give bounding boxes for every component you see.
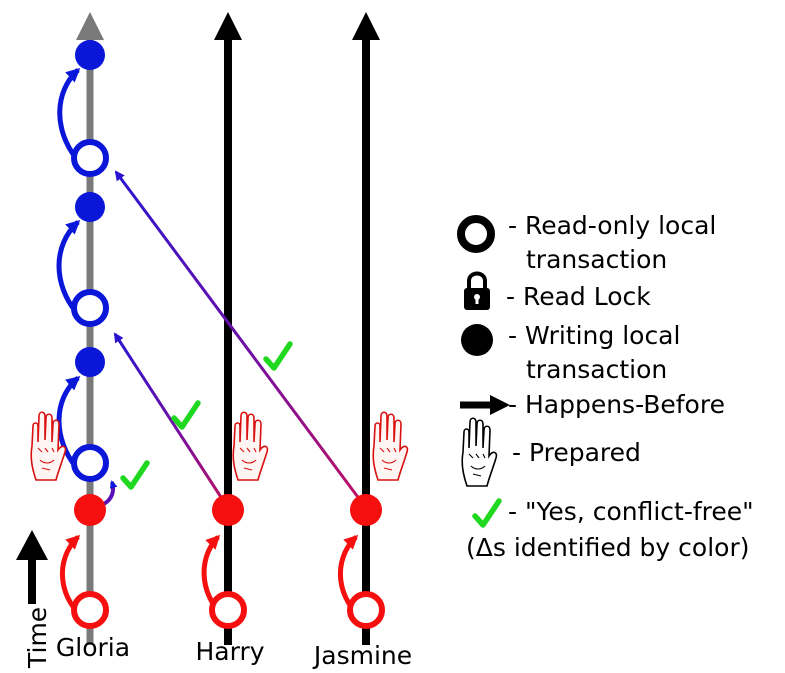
happens-before-edge — [57, 67, 81, 160]
legend-read-only-line2: transaction — [526, 245, 667, 274]
process-label-jasmine: Jasmine — [312, 641, 412, 670]
timeline-arrowhead — [352, 12, 380, 40]
writing-transaction-node — [74, 494, 106, 526]
legend: - Read-only local transaction - Read Loc… — [457, 211, 754, 562]
check-icon — [266, 344, 290, 368]
read-only-transaction-node — [347, 591, 385, 629]
prepared-hand-icon — [372, 411, 409, 481]
process-label-harry: Harry — [195, 637, 264, 666]
writing-transaction-node — [75, 40, 105, 70]
time-axis-label: Time — [23, 607, 52, 669]
legend-writing-line1: - Writing local — [508, 321, 680, 350]
writing-transaction-node — [75, 347, 105, 377]
happens-before-edge — [56, 219, 81, 314]
legend-writing-line2: transaction — [526, 355, 667, 384]
legend-read-lock: - Read Lock — [506, 282, 651, 311]
happens-before-edge — [113, 332, 230, 509]
check-icon — [475, 501, 499, 525]
check-icon — [123, 463, 147, 487]
writing-legend-icon — [461, 324, 493, 356]
jasmine-timeline — [352, 12, 380, 645]
writing-transaction-node — [350, 494, 382, 526]
legend-happens-before: - Happens-Before — [508, 390, 725, 419]
legend-conflict-free-line1: - "Yes, conflict-free" — [508, 497, 754, 526]
legend-prepared: - Prepared — [512, 438, 641, 467]
writing-transaction-node — [75, 192, 105, 222]
read-only-transaction-node — [71, 139, 109, 177]
prepared-hand-icon — [232, 411, 269, 481]
timeline-arrowhead — [76, 12, 104, 40]
happens-before-edge — [56, 376, 81, 469]
gloria-timeline — [76, 12, 104, 645]
legend-conflict-free-line2: (Δs identified by color) — [466, 533, 749, 562]
lock-icon — [464, 271, 490, 310]
read-only-transaction-node — [209, 591, 247, 629]
read-only-transaction-node — [71, 444, 109, 482]
read-only-transaction-node — [71, 289, 109, 327]
legend-read-only-line1: - Read-only local — [508, 211, 716, 240]
arrow-icon — [460, 395, 510, 415]
read-only-transaction-node — [71, 591, 109, 629]
read-only-legend-icon — [457, 215, 495, 253]
check-icon — [174, 403, 198, 427]
time-axis: Time — [16, 530, 52, 669]
writing-transaction-node — [212, 494, 244, 526]
hand-icon — [461, 417, 498, 487]
happens-before-edge — [114, 170, 368, 509]
harry-timeline — [214, 12, 242, 645]
timeline-arrowhead — [214, 12, 242, 40]
process-label-gloria: Gloria — [56, 633, 130, 662]
